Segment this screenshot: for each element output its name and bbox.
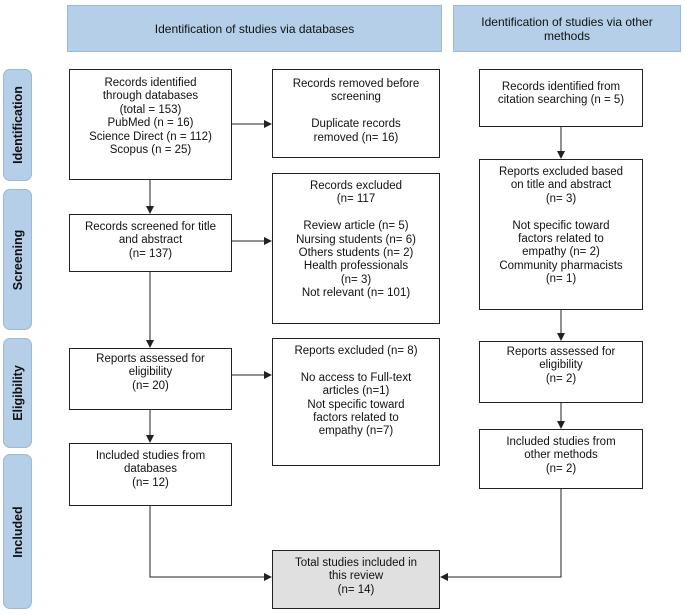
arrow-included-other-to-total	[440, 489, 562, 581]
records-screened-box: Records screened for title and abstract …	[69, 214, 232, 272]
stage-included: Included	[3, 454, 32, 609]
reports-assessed-other-box: Reports assessed for eligibility (n= 2)	[479, 341, 643, 403]
records-excluded-box: Records excluded (n= 117 Review article …	[272, 173, 440, 324]
total-included-box: Total studies included in this review (n…	[272, 550, 440, 609]
header-databases: Identification of studies via databases	[67, 5, 442, 52]
records-identified-box: Records identified through databases (to…	[69, 69, 232, 180]
arrow-included-db-to-total	[149, 506, 272, 581]
included-other-box: Included studies from other methods (n= …	[479, 429, 643, 489]
records-citation-box: Records identified from citation searchi…	[479, 69, 643, 127]
records-removed-box: Records removed before screening Duplica…	[272, 69, 440, 158]
included-db-box: Included studies from databases (n= 12)	[69, 443, 232, 506]
stage-eligibility: Eligibility	[3, 338, 32, 448]
reports-excluded-db-box: Reports excluded (n= 8) No access to Ful…	[272, 338, 440, 466]
reports-excluded-title-box: Reports excluded based on title and abst…	[479, 159, 643, 310]
header-other-methods: Identification of studies via other meth…	[453, 5, 681, 52]
reports-assessed-db-box: Reports assessed for eligibility (n= 20)	[69, 348, 232, 410]
stage-identification: Identification	[3, 69, 32, 181]
stage-screening: Screening	[3, 189, 32, 330]
